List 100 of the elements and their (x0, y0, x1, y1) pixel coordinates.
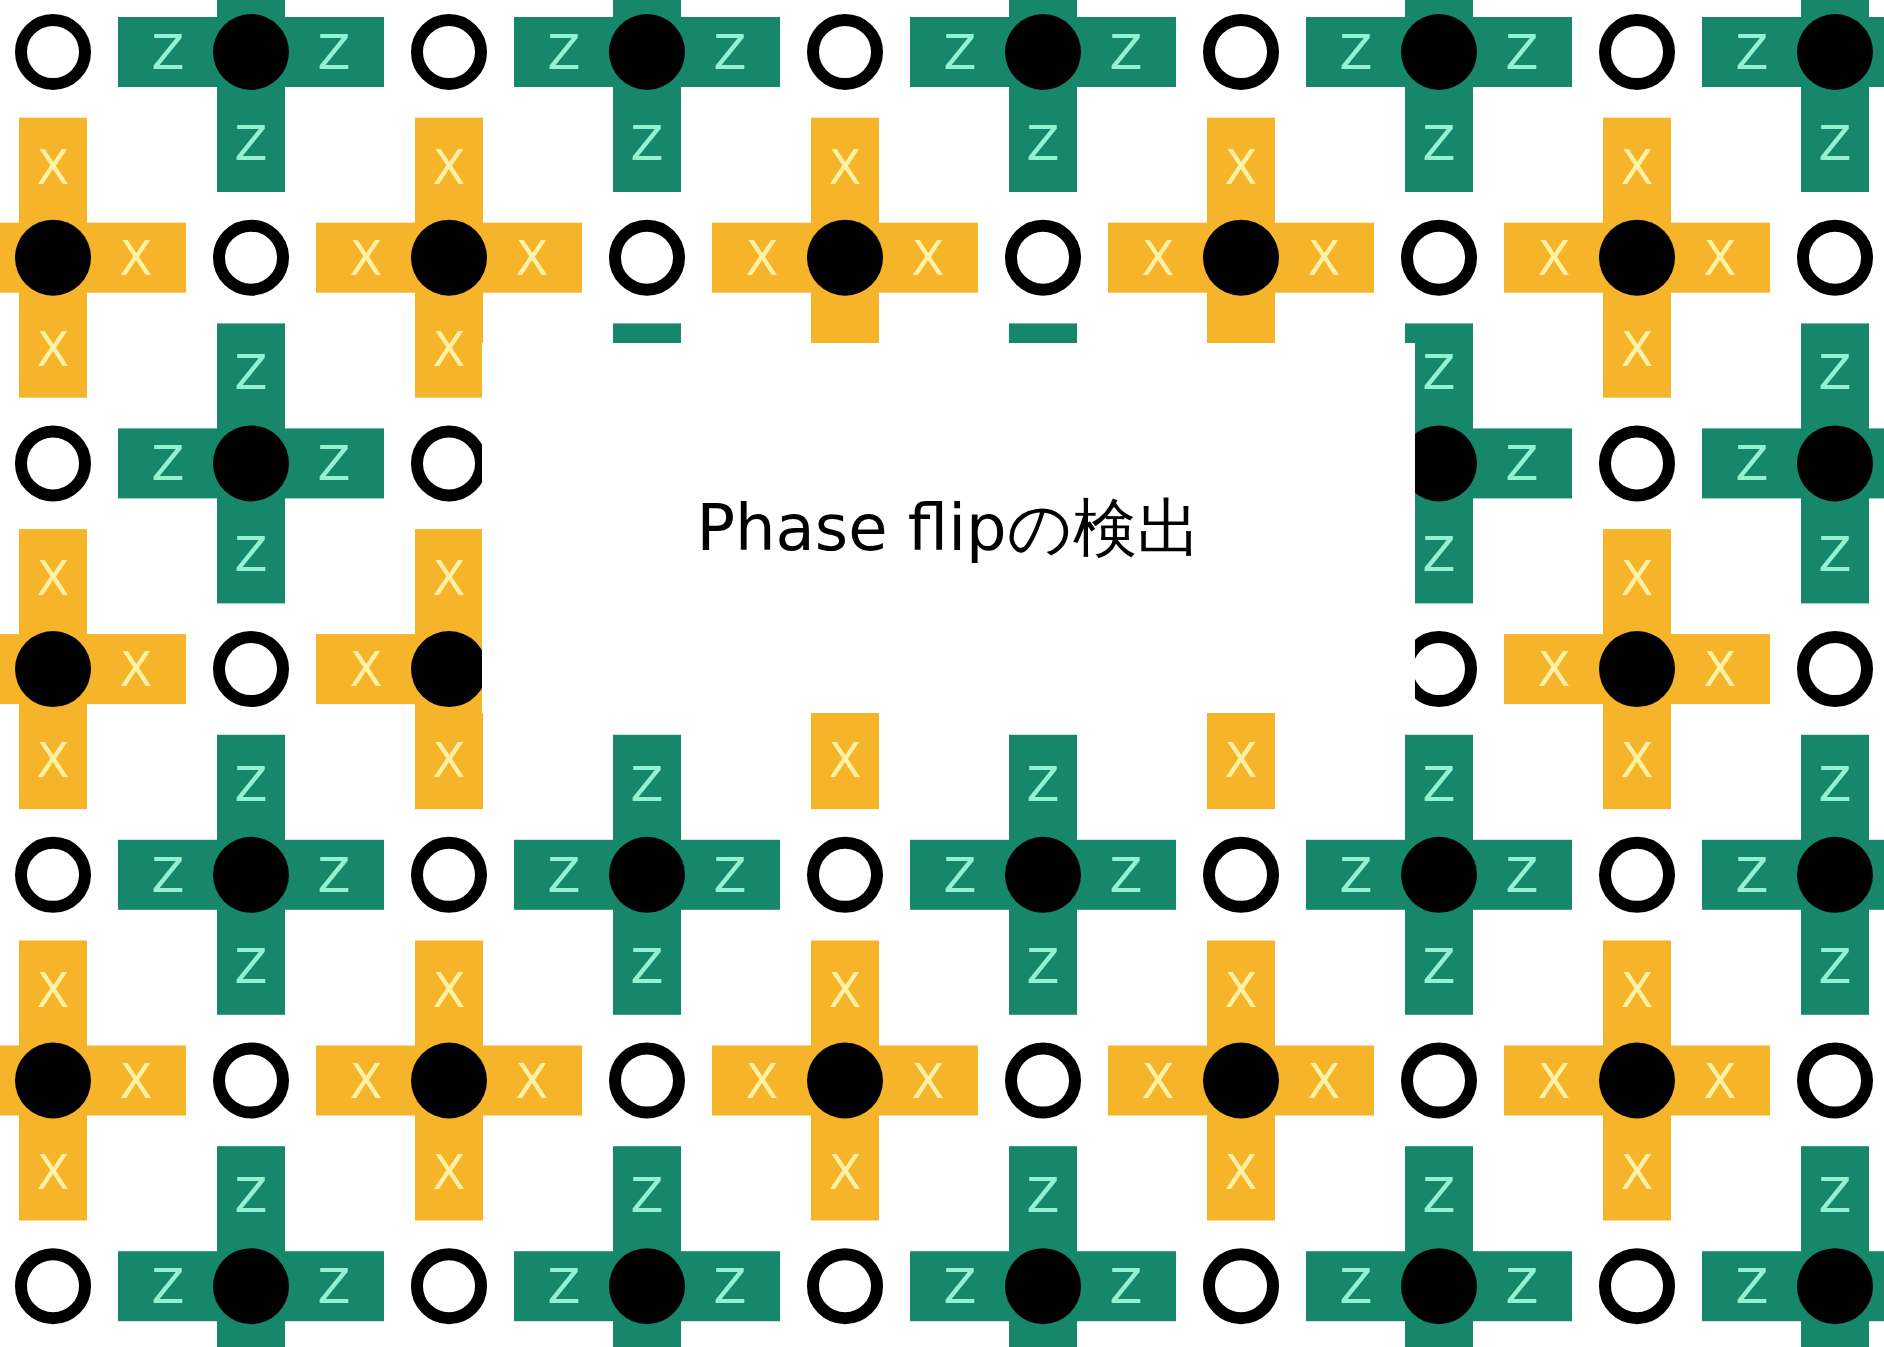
operator-label: Z (1421, 1167, 1457, 1224)
operator-label: Z (1734, 24, 1770, 80)
operator-label: Z (1025, 115, 1061, 171)
operator-label: Z (1734, 1258, 1770, 1315)
operator-label: X (1223, 732, 1259, 789)
operator-label: X (1536, 1052, 1572, 1109)
operator-label: Z (546, 846, 582, 903)
operator-label: Z (629, 1167, 665, 1224)
operator-label: Z (316, 435, 352, 492)
operator-label: X (35, 320, 71, 377)
operator-label: X (431, 138, 467, 195)
operator-label: X (514, 1052, 550, 1109)
operator-label: Z (150, 435, 186, 492)
operator-label: X (431, 961, 467, 1018)
operator-label: Z (629, 115, 665, 171)
operator-label: X (1619, 138, 1655, 195)
operator-label: Z (1421, 526, 1457, 583)
panel-heading: Phase flipの検出 (696, 489, 1201, 567)
operator-label: Z (1421, 115, 1457, 171)
operator-label: X (1140, 1052, 1176, 1109)
operator-label: Z (1817, 344, 1853, 401)
operator-label: X (514, 229, 550, 286)
operator-label: X (1702, 1052, 1738, 1109)
operator-label: Z (233, 115, 269, 171)
operator-label: X (827, 732, 863, 789)
operator-label: Z (1504, 435, 1540, 492)
operator-label: Z (1421, 755, 1457, 812)
operator-label: Z (1108, 1258, 1144, 1315)
operator-label: Z (629, 937, 665, 994)
operator-label: X (1619, 1143, 1655, 1200)
operator-label: Z (1338, 846, 1374, 903)
operator-label: X (744, 1052, 780, 1109)
operator-label: X (827, 138, 863, 195)
operator-label: Z (233, 1167, 269, 1224)
operator-label: X (1223, 138, 1259, 195)
operator-label: X (1306, 1052, 1342, 1109)
operator-label: Z (1817, 755, 1853, 812)
operator-label: Z (1338, 1258, 1374, 1315)
operator-label: Z (942, 846, 978, 903)
operator-label: X (118, 641, 154, 698)
operator-label: Z (1421, 344, 1457, 401)
operator-label: X (910, 229, 946, 286)
operator-label: Z (1025, 1167, 1061, 1224)
operator-label: Z (150, 846, 186, 903)
operator-label: Z (233, 344, 269, 401)
operator-label: Z (1504, 846, 1540, 903)
operator-label: Z (546, 24, 582, 80)
operator-label: Z (1108, 24, 1144, 80)
operator-label: Z (712, 24, 748, 80)
operator-label: X (1140, 229, 1176, 286)
operator-label: X (35, 550, 71, 607)
operator-label: X (1536, 229, 1572, 286)
operator-label: Z (1108, 846, 1144, 903)
operator-label: X (118, 1052, 154, 1109)
operator-label: X (1619, 550, 1655, 607)
operator-label: X (1223, 961, 1259, 1018)
operator-label: X (910, 1052, 946, 1109)
operator-label: X (35, 732, 71, 789)
operator-label: Z (712, 846, 748, 903)
operator-label: X (35, 138, 71, 195)
operator-label: X (348, 641, 384, 698)
operator-label: Z (1421, 937, 1457, 994)
operator-label: Z (233, 937, 269, 994)
operator-label: Z (316, 24, 352, 80)
operator-label: Z (233, 526, 269, 583)
operator-label: X (1702, 641, 1738, 698)
operator-label: Z (942, 1258, 978, 1315)
operator-label: Z (316, 846, 352, 903)
operator-label: Z (1817, 526, 1853, 583)
operator-label: X (35, 1143, 71, 1200)
operator-label: Z (942, 24, 978, 80)
operator-label: X (431, 1143, 467, 1200)
operator-label: Z (1734, 435, 1770, 492)
operator-label: Z (316, 1258, 352, 1315)
operator-label: Z (150, 1258, 186, 1315)
operator-label: Z (150, 24, 186, 80)
operator-label: X (431, 732, 467, 789)
operator-label: X (35, 961, 71, 1018)
operator-label: X (1536, 641, 1572, 698)
operator-label: Z (1817, 937, 1853, 994)
operator-label: Z (1338, 24, 1374, 80)
operator-label: Z (1504, 24, 1540, 80)
operator-label: X (744, 229, 780, 286)
operator-label: X (1702, 229, 1738, 286)
operator-label: X (827, 1143, 863, 1200)
operator-label: X (1619, 732, 1655, 789)
operator-label: Z (1025, 937, 1061, 994)
operator-label: X (118, 229, 154, 286)
operator-label: Z (712, 1258, 748, 1315)
operator-label: X (348, 1052, 384, 1109)
operator-label: X (431, 320, 467, 377)
operator-label: Z (1025, 755, 1061, 812)
operator-label: X (1223, 1143, 1259, 1200)
operator-label: Z (233, 755, 269, 812)
operator-label: X (827, 961, 863, 1018)
operator-label: X (1619, 320, 1655, 377)
operator-label: X (431, 550, 467, 607)
operator-label: X (1619, 961, 1655, 1018)
operator-label: Z (629, 755, 665, 812)
operator-label: X (348, 229, 384, 286)
